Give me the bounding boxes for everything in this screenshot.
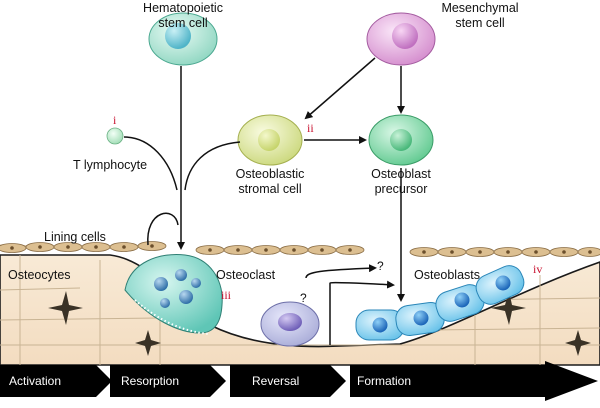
osteoclast-label: Osteoclast — [216, 268, 276, 282]
osteocytes-label: Osteocytes — [8, 268, 71, 282]
numeral-iii: iii — [221, 288, 232, 302]
stromal-label-line1: Osteoblastic — [235, 167, 305, 181]
stage-formation: Formation — [357, 374, 412, 388]
osteoclast-cell — [124, 253, 223, 335]
osteoblasts-label: Osteoblasts — [414, 268, 481, 282]
osteoblastic-stromal-cell — [237, 114, 303, 166]
mesenchymal-stem-cell — [366, 12, 436, 66]
hsc-label-line2: stem cell — [158, 16, 208, 30]
hsc-label-line1: Hematopoietic — [143, 1, 223, 15]
osteocyte-cells — [48, 291, 591, 356]
stromal-label-line2: stromal cell — [238, 182, 302, 196]
phase-arrows — [0, 361, 598, 401]
numeral-iv: iv — [533, 262, 543, 276]
precursor-label-line2: precursor — [374, 182, 428, 196]
osteoblast-precursor-cell — [368, 114, 434, 166]
numeral-i: i — [113, 113, 117, 127]
precursor-label-line1: Osteoblast — [371, 167, 431, 181]
pathway-arrows — [123, 57, 405, 345]
lining-cells-right — [409, 247, 600, 257]
t-lymphocyte-label: T lymphocyte — [73, 158, 148, 172]
hematopoietic-stem-cell — [148, 12, 218, 66]
msc-label-line2: stem cell — [455, 16, 505, 30]
t-lymphocyte-cell — [106, 127, 124, 145]
lining-cells-label: Lining cells — [44, 230, 106, 244]
stage-activation: Activation — [9, 374, 62, 388]
reversal-mononuclear-cell — [260, 301, 320, 347]
stage-reversal: Reversal — [252, 374, 300, 388]
msc-label-line1: Mesenchymal — [441, 1, 519, 15]
lining-cells-middle — [195, 245, 365, 255]
numeral-ii: ii — [307, 121, 314, 135]
question-mark-right: ? — [377, 259, 384, 273]
osteoblast-chain — [355, 265, 525, 341]
question-mark-left: ? — [300, 291, 307, 305]
stage-resorption: Resorption — [121, 374, 180, 388]
lining-cells-left — [0, 241, 167, 253]
